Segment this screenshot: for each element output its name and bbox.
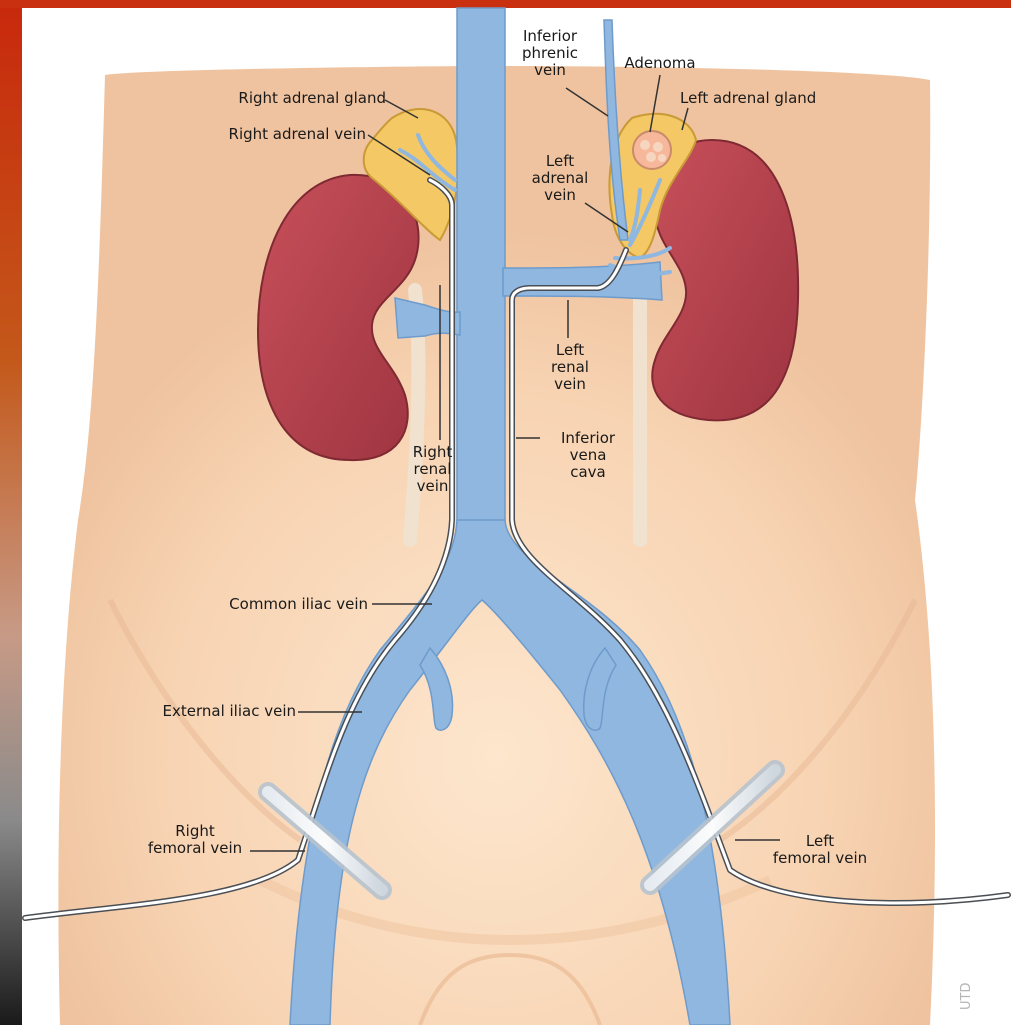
label-common-iliac-vein: Common iliac vein	[150, 596, 368, 613]
label-inferior-phrenic-vein: Inferior phrenic vein	[510, 28, 590, 79]
label-left-adrenal-vein: Left adrenal vein	[520, 153, 600, 204]
label-right-renal-vein: Right renal vein	[395, 444, 470, 495]
label-right-adrenal-vein: Right adrenal vein	[160, 126, 366, 143]
watermark: UTD	[959, 983, 974, 1010]
label-inferior-vena-cava: Inferior vena cava	[543, 430, 633, 481]
left-renal-vein	[503, 262, 662, 300]
label-right-femoral-vein: Right femoral vein	[140, 823, 250, 857]
frame-left-strip	[0, 0, 22, 1025]
label-left-renal-vein: Left renal vein	[535, 342, 605, 393]
adenoma-icon	[633, 131, 671, 169]
frame-top-strip	[0, 0, 1011, 8]
label-left-femoral-vein: Left femoral vein	[745, 833, 895, 867]
label-adenoma: Adenoma	[615, 55, 705, 72]
label-right-adrenal-gland: Right adrenal gland	[180, 90, 386, 107]
label-left-adrenal-gland: Left adrenal gland	[680, 90, 880, 107]
label-external-iliac-vein: External iliac vein	[90, 703, 296, 720]
